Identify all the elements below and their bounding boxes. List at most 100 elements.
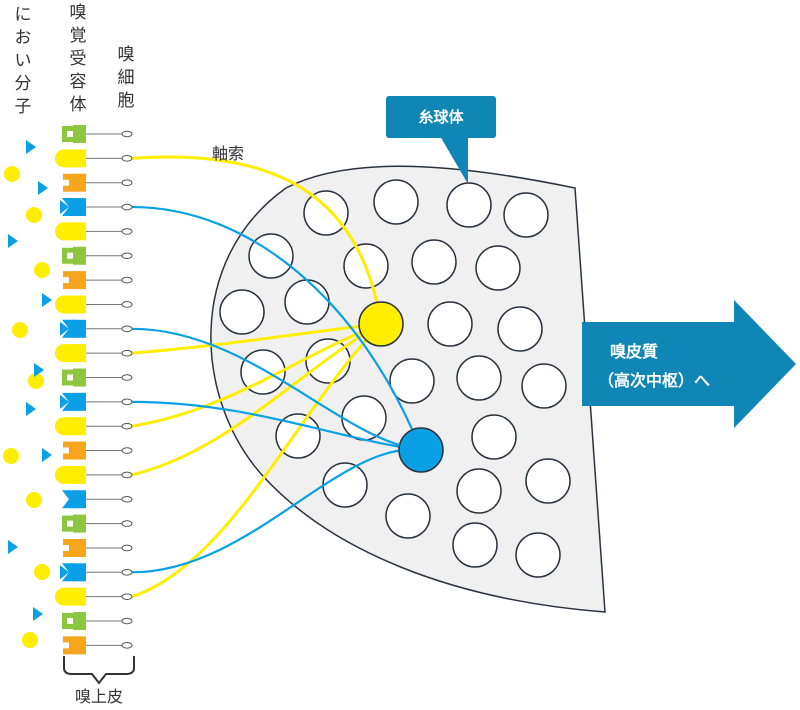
yellow-receptor <box>55 417 75 436</box>
cell-nucleus <box>121 520 133 527</box>
glomerulus-circle <box>385 493 431 539</box>
yellow-axon <box>131 322 382 477</box>
cell-nucleus <box>121 544 133 552</box>
green-receptor <box>62 613 75 629</box>
epithelium-bracket: 嗅上皮 <box>63 656 135 706</box>
glomerulus-circle <box>452 522 498 568</box>
glomerulus-circle <box>373 179 419 225</box>
glomerulus-circle <box>503 192 549 238</box>
yellow-odor-molecule <box>34 564 50 580</box>
glomerulus-circle <box>322 462 368 508</box>
receptor-cell-body <box>73 319 86 338</box>
cortex-label-line1: 嗅皮質 <box>610 342 658 361</box>
glomerulus-circle <box>284 279 330 325</box>
blue-odor-molecule <box>42 448 52 462</box>
cell-nucleus <box>121 155 133 162</box>
receptor-cell-body <box>73 587 86 606</box>
blue-axon <box>131 205 423 451</box>
cell-nucleus <box>121 569 133 576</box>
receptor-cell-body <box>73 465 86 484</box>
cell-nucleus <box>121 422 133 430</box>
odor-molecules-group <box>3 140 71 648</box>
cell-nucleus <box>121 447 133 454</box>
glomerulus-circle <box>521 363 567 409</box>
yellow-odor-molecule <box>26 492 42 508</box>
cell-nucleus <box>121 593 133 600</box>
blue-receptor <box>62 319 75 338</box>
blue-axon <box>131 400 422 452</box>
orange-receptor <box>63 538 75 557</box>
yellow-odor-molecule <box>22 632 38 648</box>
orange-receptor <box>63 173 75 192</box>
yellow-odor-molecule <box>3 448 19 464</box>
blue-odor-molecule <box>8 234 18 248</box>
glomerulus-circle <box>456 355 502 401</box>
cortex-label-line2: （高次中枢）へ <box>598 371 710 390</box>
receptor-cell-body <box>73 344 86 363</box>
receptor-cell-body <box>73 392 86 411</box>
glomerulus-circle <box>219 289 265 335</box>
axon-label: 軸索 <box>212 144 244 163</box>
orange-receptor <box>63 271 75 290</box>
yellow-odor-molecule <box>34 262 50 278</box>
blue-odor-molecule <box>26 140 36 154</box>
glomerulus-circle <box>411 239 457 285</box>
active-glomerulus-blue <box>398 427 444 473</box>
cell-nucleus <box>121 179 133 186</box>
yellow-receptor <box>55 295 75 314</box>
blue-odor-molecule <box>42 293 52 307</box>
glomerulus-circle <box>497 306 543 352</box>
glomerulus-circle <box>240 349 286 395</box>
cell-nucleus <box>121 203 133 211</box>
green-receptor <box>62 126 75 142</box>
receptors-group <box>55 125 133 655</box>
yellow-odor-molecule <box>28 373 44 389</box>
receptor-cell-body <box>73 198 86 217</box>
glomerulus-circle <box>303 190 349 236</box>
glomerulus-callout: 糸球体 <box>386 96 496 184</box>
axons-group <box>131 155 423 599</box>
active-glomerulus-yellow <box>358 301 404 347</box>
receptors-label: 嗅覚受容体 <box>70 3 87 115</box>
receptor-cell-body <box>73 246 86 265</box>
yellow-receptor <box>55 465 75 484</box>
yellow-receptor <box>55 344 75 363</box>
yellow-axon <box>131 322 382 428</box>
glomerulus-circle <box>389 358 435 404</box>
odor-molecules-label: におい分子 <box>15 5 32 117</box>
receptor-cell-body <box>73 441 86 460</box>
receptor-cell-body <box>73 295 86 314</box>
yellow-receptor <box>55 222 75 241</box>
blue-odor-molecule <box>33 607 43 621</box>
blue-receptor <box>62 198 75 217</box>
receptor-cell-body <box>73 417 86 436</box>
glomerulus-circle <box>305 338 351 384</box>
cell-nucleus <box>121 276 133 284</box>
cortex-arrow: 嗅皮質 （高次中枢）へ <box>582 300 796 428</box>
blue-odor-molecule <box>34 363 44 377</box>
blue-axon <box>131 448 422 574</box>
cells-label: 嗅細胞 <box>118 45 135 111</box>
receptor-cell-body <box>73 563 86 582</box>
blue-odor-molecule <box>8 540 18 554</box>
glomerulus-circle <box>456 468 502 514</box>
bound-blue-molecule <box>60 565 69 580</box>
receptor-cell-body <box>73 514 86 533</box>
cell-nucleus <box>121 325 133 333</box>
green-receptor <box>62 247 75 264</box>
bound-blue-molecule <box>60 321 69 336</box>
cell-nucleus <box>121 398 133 406</box>
blue-odor-molecule <box>38 181 48 195</box>
yellow-odor-molecule <box>12 322 28 338</box>
cell-nucleus <box>121 252 133 260</box>
glomerulus-label: 糸球体 <box>418 108 464 126</box>
blue-odor-molecule <box>26 402 36 416</box>
blue-receptor <box>62 563 75 582</box>
yellow-receptor <box>55 149 75 168</box>
cell-nucleus <box>121 374 133 381</box>
yellow-receptor <box>55 587 75 606</box>
orange-receptor <box>63 636 75 655</box>
green-receptor <box>62 515 75 532</box>
yellow-axon <box>131 155 383 325</box>
